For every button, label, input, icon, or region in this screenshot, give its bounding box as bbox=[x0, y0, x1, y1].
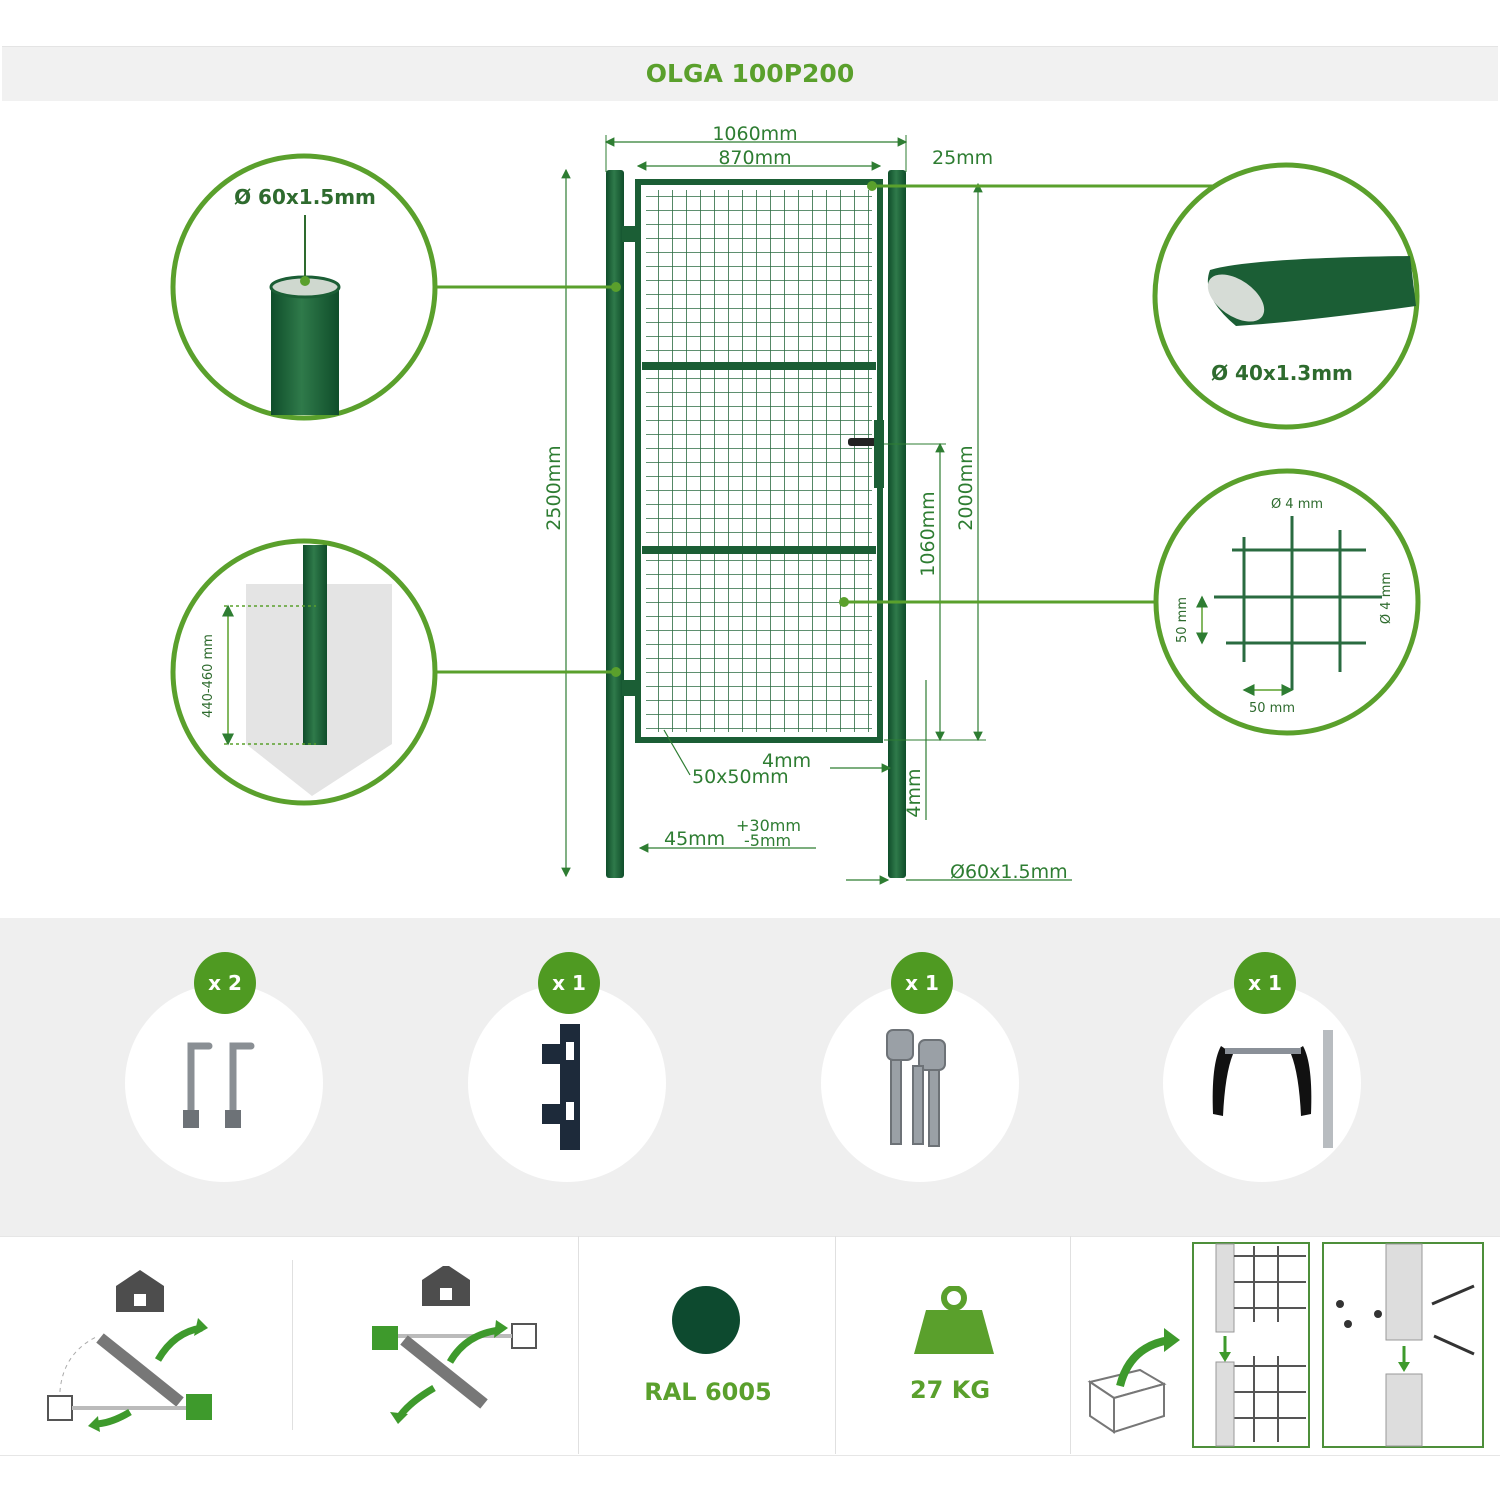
title-bar: OLGA 100P200 bbox=[2, 46, 1498, 101]
box-unpack-icon bbox=[1087, 1328, 1180, 1434]
house-icon bbox=[116, 1270, 164, 1312]
divider bbox=[292, 1260, 293, 1430]
callout-concrete: 440-460 mm bbox=[170, 538, 438, 806]
qty-badge-hinges: x 2 bbox=[194, 952, 256, 1014]
callout-mesh: Ø 4 mm Ø 4 mm 50 mm 50 mm bbox=[1153, 468, 1421, 736]
callout-post-tube: Ø 60x1.5mm bbox=[170, 153, 438, 421]
gate-crossbar-top bbox=[642, 362, 876, 370]
accessory-keys bbox=[821, 984, 1019, 1182]
accessory-lock-plate bbox=[468, 984, 666, 1182]
color-label: RAL 6005 bbox=[644, 1378, 772, 1406]
dim-post-height: 2500mm bbox=[543, 445, 565, 530]
lock-plate-icon bbox=[542, 1024, 580, 1150]
lock-body bbox=[874, 420, 884, 488]
gate-handle bbox=[848, 438, 878, 446]
divider bbox=[835, 1236, 836, 1454]
install-step-mesh-icon bbox=[1192, 1242, 1310, 1448]
divider bbox=[1070, 1236, 1071, 1454]
left-post bbox=[606, 170, 624, 878]
gate-mesh bbox=[646, 190, 872, 732]
gate-technical-drawing: 1060mm 870mm 25mm 2500mm 2000mm 1060mm 5… bbox=[170, 123, 1421, 885]
callout-mesh-v: 50 mm bbox=[1175, 597, 1190, 643]
dim-mesh: 50x50mm bbox=[692, 766, 789, 788]
dim-post-tube: Ø60x1.5mm bbox=[950, 861, 1068, 883]
callout-frame-tube: Ø 40x1.3mm bbox=[1152, 162, 1420, 430]
divider bbox=[578, 1236, 579, 1454]
callout-frame-label: Ø 40x1.3mm bbox=[1211, 361, 1353, 385]
right-post bbox=[888, 170, 906, 878]
house-icon bbox=[422, 1266, 470, 1306]
dim-leaf-width: 870mm bbox=[718, 147, 791, 169]
dim-gap-a: 4mm bbox=[762, 750, 811, 772]
install-step-bolts-icon bbox=[1322, 1242, 1484, 1448]
callout-mesh-h: 50 mm bbox=[1249, 701, 1295, 716]
weight-icon bbox=[914, 1286, 994, 1354]
product-title: OLGA 100P200 bbox=[645, 59, 855, 88]
dim-overall-width: 1060mm bbox=[712, 123, 797, 145]
color-swatch bbox=[672, 1286, 740, 1354]
hinge-bolts-icon bbox=[183, 1042, 255, 1128]
qty-badge-lock: x 1 bbox=[538, 952, 600, 1014]
callout-post-label: Ø 60x1.5mm bbox=[234, 185, 376, 209]
callout-wire-side: Ø 4 mm bbox=[1379, 572, 1394, 624]
dim-tol-plus: +30mm bbox=[736, 816, 801, 835]
dim-post-gap: 25mm bbox=[932, 147, 993, 169]
callout-concrete-label: 440-460 mm bbox=[201, 634, 216, 718]
dim-tol-minus: -5mm bbox=[744, 831, 791, 850]
gate-crossbar-bottom bbox=[642, 546, 876, 554]
accessory-handle bbox=[1163, 984, 1361, 1182]
accessory-hinges bbox=[125, 984, 323, 1182]
opening-right-diagram bbox=[372, 1266, 537, 1424]
dim-leaf-height: 2000mm bbox=[955, 445, 977, 530]
dim-gap-b: 4mm bbox=[903, 768, 925, 817]
hinge-bottom bbox=[622, 680, 636, 696]
keys-icon bbox=[886, 1029, 946, 1147]
opening-left-diagram bbox=[47, 1270, 212, 1432]
dim-ground-gap: 45mm bbox=[664, 828, 725, 850]
hinge-top bbox=[622, 226, 636, 242]
qty-badge-keys: x 1 bbox=[891, 952, 953, 1014]
weight-label: 27 KG bbox=[909, 1376, 991, 1404]
callout-wire-top: Ø 4 mm bbox=[1271, 497, 1323, 512]
handle-icon bbox=[1212, 1030, 1333, 1148]
dim-handle-height: 1060mm bbox=[917, 491, 939, 576]
qty-badge-handle: x 1 bbox=[1234, 952, 1296, 1014]
